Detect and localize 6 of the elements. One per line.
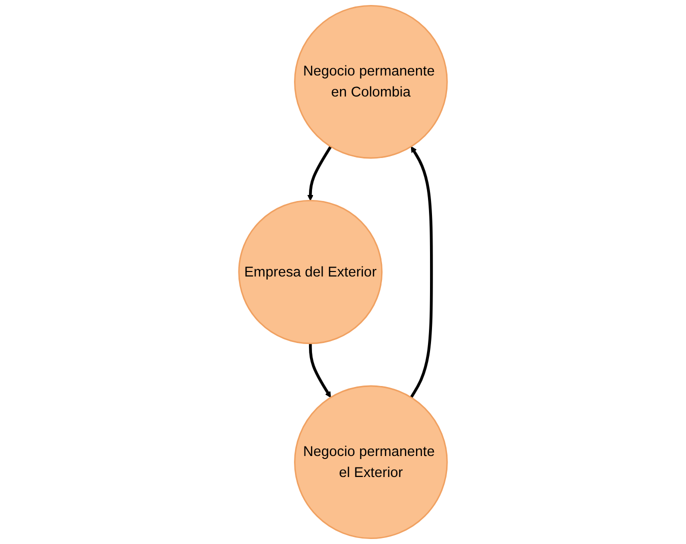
arrow	[410, 146, 433, 398]
arrow	[308, 343, 331, 398]
node-circle: Negocio permanente en Colombia	[294, 4, 448, 159]
arrow	[307, 146, 332, 201]
node-circle: Empresa del Exterior	[238, 200, 383, 344]
node-circle: Negocio permanente el Exterior	[294, 385, 448, 540]
